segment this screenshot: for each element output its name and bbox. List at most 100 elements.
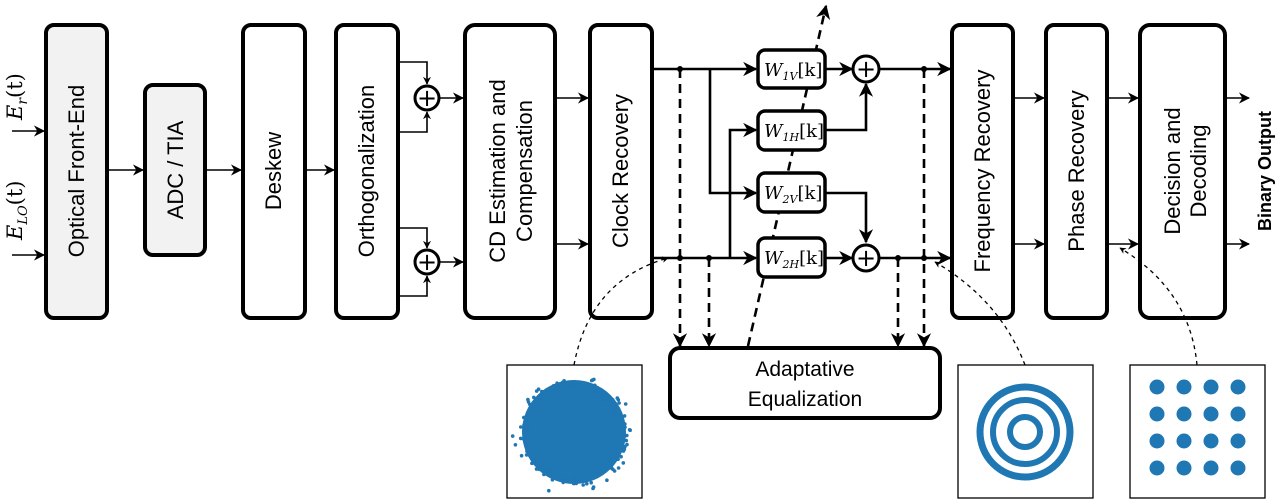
qam-symbol: [1203, 379, 1219, 395]
cloud-point: [624, 438, 629, 443]
cloud-point: [585, 481, 589, 486]
cloud-point: [533, 408, 537, 413]
decision-decoding-block: Decision and Decoding: [1138, 23, 1227, 320]
qam-symbol: [1176, 433, 1192, 449]
cloud-point: [534, 467, 539, 471]
clock-recovery-block: Clock Recovery: [588, 23, 654, 320]
binary-output-label: Binary Output: [1255, 111, 1275, 231]
cloud-point: [561, 480, 565, 485]
cloud-point: [609, 464, 613, 469]
ortho-adder-top: +: [398, 61, 465, 133]
cloud-point: [567, 381, 572, 385]
mimo-adders: + +: [825, 54, 952, 273]
cloud-point: [589, 480, 593, 485]
cloud-point: [558, 476, 562, 480]
cloud-point: [526, 449, 530, 454]
constellation-rings: [976, 383, 1074, 481]
cloud-point: [597, 468, 602, 473]
cloud-point: [613, 451, 617, 455]
cloud-point: [527, 447, 531, 451]
cloud-point: [521, 437, 526, 441]
callout-phase-recovery: [1119, 247, 1198, 366]
cloud-point: [550, 478, 555, 482]
cd-label-line1: CD Estimation and: [485, 79, 510, 262]
filter-w2h: W2H[k]: [756, 236, 827, 279]
ring: [1007, 414, 1043, 450]
cloud-point: [527, 416, 532, 421]
cloud-point: [562, 379, 566, 383]
cloud-point: [610, 397, 615, 402]
cloud-point: [611, 467, 615, 472]
cloud-point: [540, 389, 544, 394]
cloud-point: [519, 425, 523, 429]
cloud-core: [522, 380, 626, 484]
cd-estimation-block: CD Estimation and Compensation: [463, 23, 557, 320]
cloud-point: [584, 475, 589, 480]
filter-w1h: W1H[k]: [756, 109, 827, 152]
constellation-16qam: [1149, 379, 1246, 476]
filter-w2v: W2V[k]: [756, 171, 827, 214]
cd-label-line2: Compensation: [512, 100, 537, 242]
cloud-point: [547, 393, 551, 398]
ring: [990, 397, 1060, 467]
cloud-point: [592, 390, 596, 395]
cloud-point: [601, 391, 606, 395]
cloud-point: [617, 401, 621, 405]
qam-symbol: [1203, 460, 1219, 476]
cloud-point: [607, 400, 612, 405]
cloud-point: [589, 378, 594, 383]
cloud-point: [522, 428, 526, 433]
optical-front-end-label: Optical Front-End: [64, 85, 89, 257]
cloud-point: [552, 389, 557, 393]
qam-symbol: [1230, 433, 1246, 449]
cloud-point: [587, 385, 591, 389]
cloud-point: [604, 466, 609, 471]
cloud-point: [610, 408, 615, 412]
cloud-point: [537, 396, 542, 400]
cloud-point: [528, 439, 533, 443]
cloud-point: [604, 463, 608, 467]
cloud-point: [598, 389, 602, 394]
cloud-point: [540, 466, 545, 471]
decision-label-line1: Decision and: [1160, 107, 1185, 234]
cloud-point: [536, 387, 541, 392]
deskew-block: Deskew: [241, 23, 307, 320]
deskew-label: Deskew: [261, 132, 286, 210]
cloud-point: [527, 402, 532, 407]
cloud-point: [616, 423, 620, 428]
cloud-point: [525, 441, 530, 445]
cloud-point: [620, 428, 625, 433]
cloud-point: [617, 411, 621, 416]
cloud-point: [615, 418, 620, 423]
cloud-point: [526, 411, 530, 415]
cloud-point: [592, 469, 597, 473]
cloud-point: [615, 396, 620, 400]
cloud-point: [531, 446, 535, 450]
cloud-point: [613, 402, 617, 407]
cloud-point: [510, 434, 515, 438]
cloud-point: [623, 444, 627, 449]
cloud-point: [526, 397, 530, 402]
adaptive-equalization-block: Adaptative Equalization: [668, 346, 942, 420]
qam-symbol: [1176, 406, 1192, 422]
cloud-point: [619, 415, 624, 420]
cloud-point: [622, 447, 627, 452]
cloud-point: [605, 459, 609, 463]
cloud-point: [532, 395, 536, 400]
frequency-recovery-label: Frequency Recovery: [970, 70, 995, 273]
cloud-point: [531, 455, 535, 460]
cloud-point: [545, 387, 550, 392]
mimo-connections: [652, 61, 758, 266]
cloud-point: [564, 477, 568, 481]
cloud-point: [621, 461, 626, 465]
cloud-point: [513, 443, 518, 447]
phase-recovery-block: Phase Recovery: [1044, 23, 1109, 320]
callout-clock-recovery: [573, 256, 669, 366]
cloud-point: [543, 470, 548, 475]
qam-symbol: [1176, 460, 1192, 476]
cloud-point: [518, 436, 523, 441]
filter-w1v: W1V[k]: [756, 48, 827, 90]
cloud-point: [590, 385, 595, 389]
svg-text:W2H[k]: W2H[k]: [764, 248, 824, 271]
cloud-point: [549, 470, 554, 475]
